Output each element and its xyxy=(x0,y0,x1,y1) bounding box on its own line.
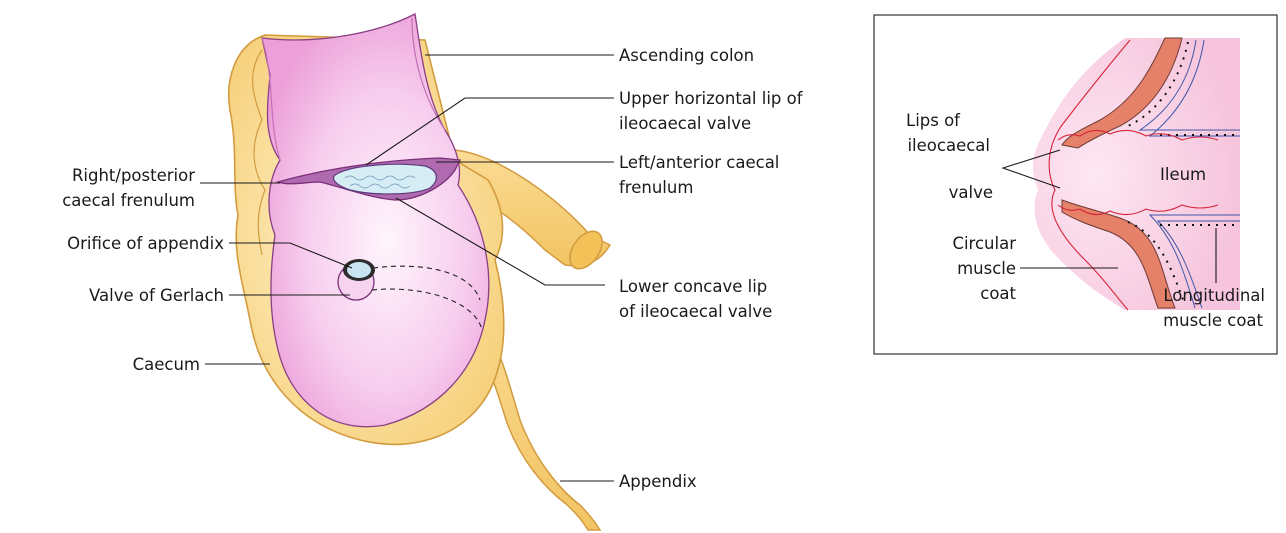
inset-label-ileum: Ileum xyxy=(1160,165,1206,184)
inset-label-longitudinal-line2: muscle coat xyxy=(1163,311,1263,330)
caecum-illustration xyxy=(229,14,610,530)
inset-label-circular-line1: Circular xyxy=(952,234,1016,253)
label-left-frenulum-line1: Left/anterior caecal xyxy=(619,153,779,172)
label-appendix: Appendix xyxy=(619,472,697,491)
label-ascending-colon: Ascending colon xyxy=(619,46,754,65)
inset-label-circular-line3: coat xyxy=(980,284,1016,303)
inset-label-lips-line3: valve xyxy=(949,183,993,202)
label-left-frenulum-line2: frenulum xyxy=(619,178,693,197)
label-right-frenulum-line2: caecal frenulum xyxy=(62,191,195,210)
label-right-frenulum-line1: Right/posterior xyxy=(72,166,195,185)
label-upper-lip-line1: Upper horizontal lip of xyxy=(619,89,804,108)
label-lower-lip-line2: of ileocaecal valve xyxy=(619,302,772,321)
inset-label-circular-line2: muscle xyxy=(957,259,1016,278)
appendix-orifice-mucosa xyxy=(347,262,371,278)
caecum-mucosa xyxy=(262,14,489,427)
inset-label-longitudinal-line1: Longitudinal xyxy=(1163,286,1265,305)
valve-orifice xyxy=(333,164,436,194)
label-caecum: Caecum xyxy=(133,355,200,374)
label-upper-lip-line2: ileocaecal valve xyxy=(619,114,751,133)
inset-label-lips-line2: ileocaecal xyxy=(907,136,990,155)
inset-panel: Lips of ileocaecal valve Ileum Circular … xyxy=(874,15,1277,354)
label-orifice-appendix: Orifice of appendix xyxy=(67,234,224,253)
label-lower-lip-line1: Lower concave lip xyxy=(619,277,767,296)
inset-label-lips-line1: Lips of xyxy=(906,111,961,130)
label-valve-gerlach: Valve of Gerlach xyxy=(89,286,224,305)
